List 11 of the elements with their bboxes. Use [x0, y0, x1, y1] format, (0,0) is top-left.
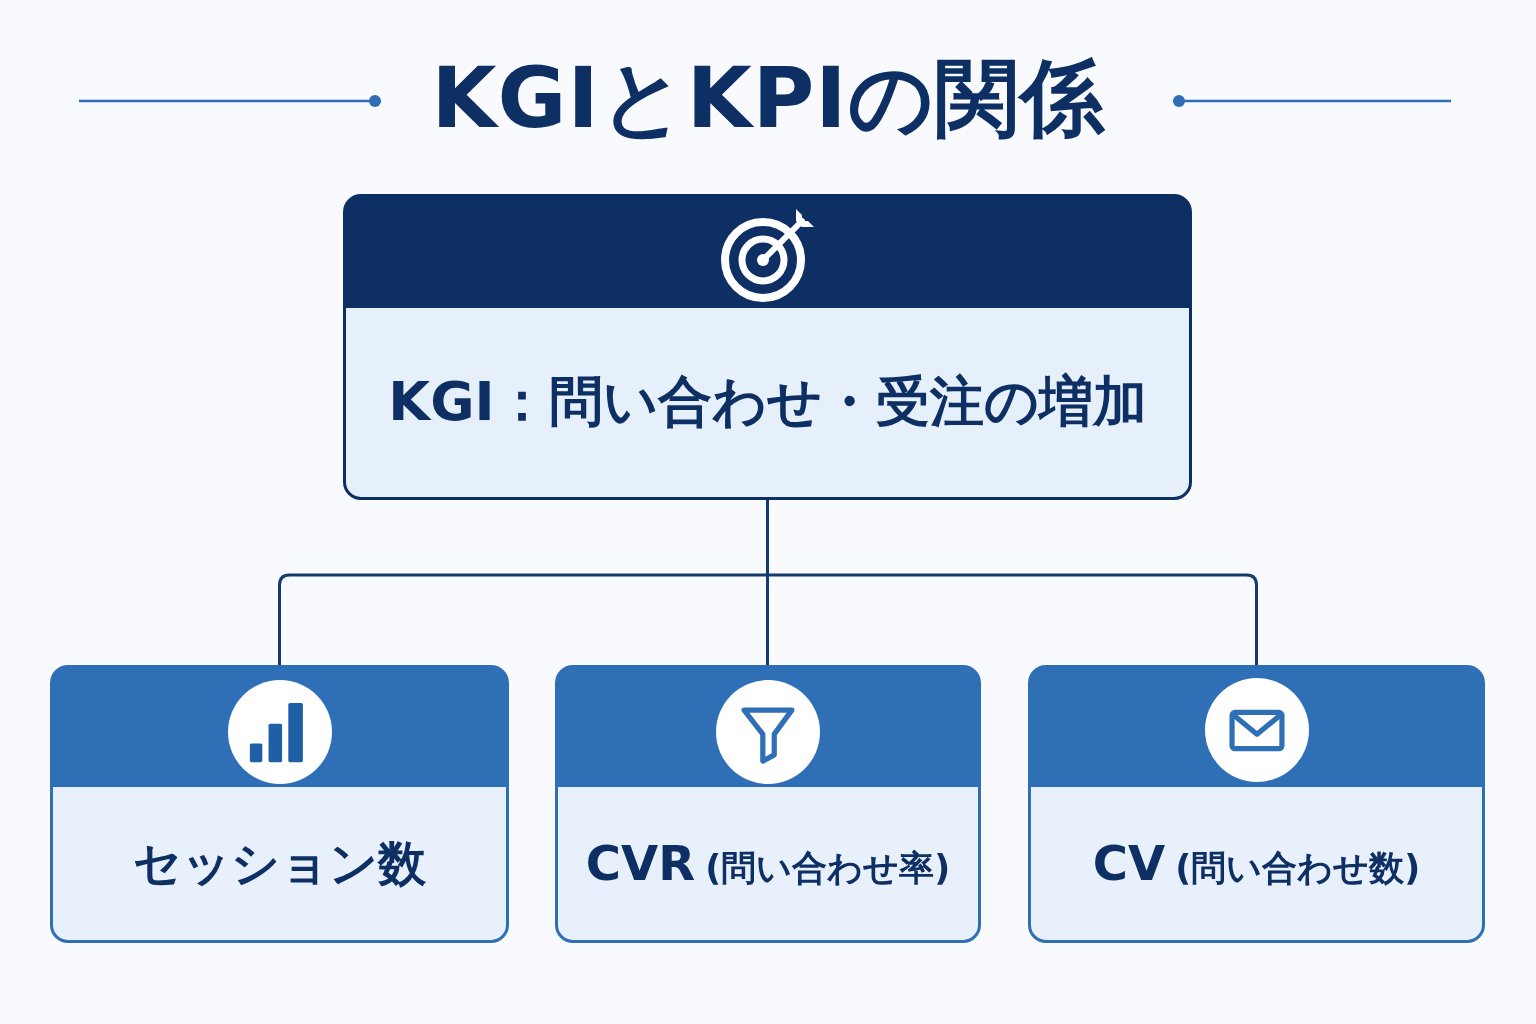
kpi-card [50, 665, 509, 943]
kpi-note: (問い合わせ数) [1175, 847, 1421, 889]
kpi-note: (問い合わせ率) [705, 847, 951, 889]
title: KGIとKPIの関係 [431, 50, 1105, 147]
kpi-card [555, 665, 981, 943]
kpi-name: セッション数 [133, 835, 426, 892]
kpi-card [1028, 665, 1485, 943]
kpi-name: CV [1092, 835, 1166, 892]
goal-card [343, 194, 1192, 500]
goal-text: KGI：問い合わせ・受注の増加 [388, 371, 1147, 434]
kpi-name: CVR [585, 835, 696, 892]
